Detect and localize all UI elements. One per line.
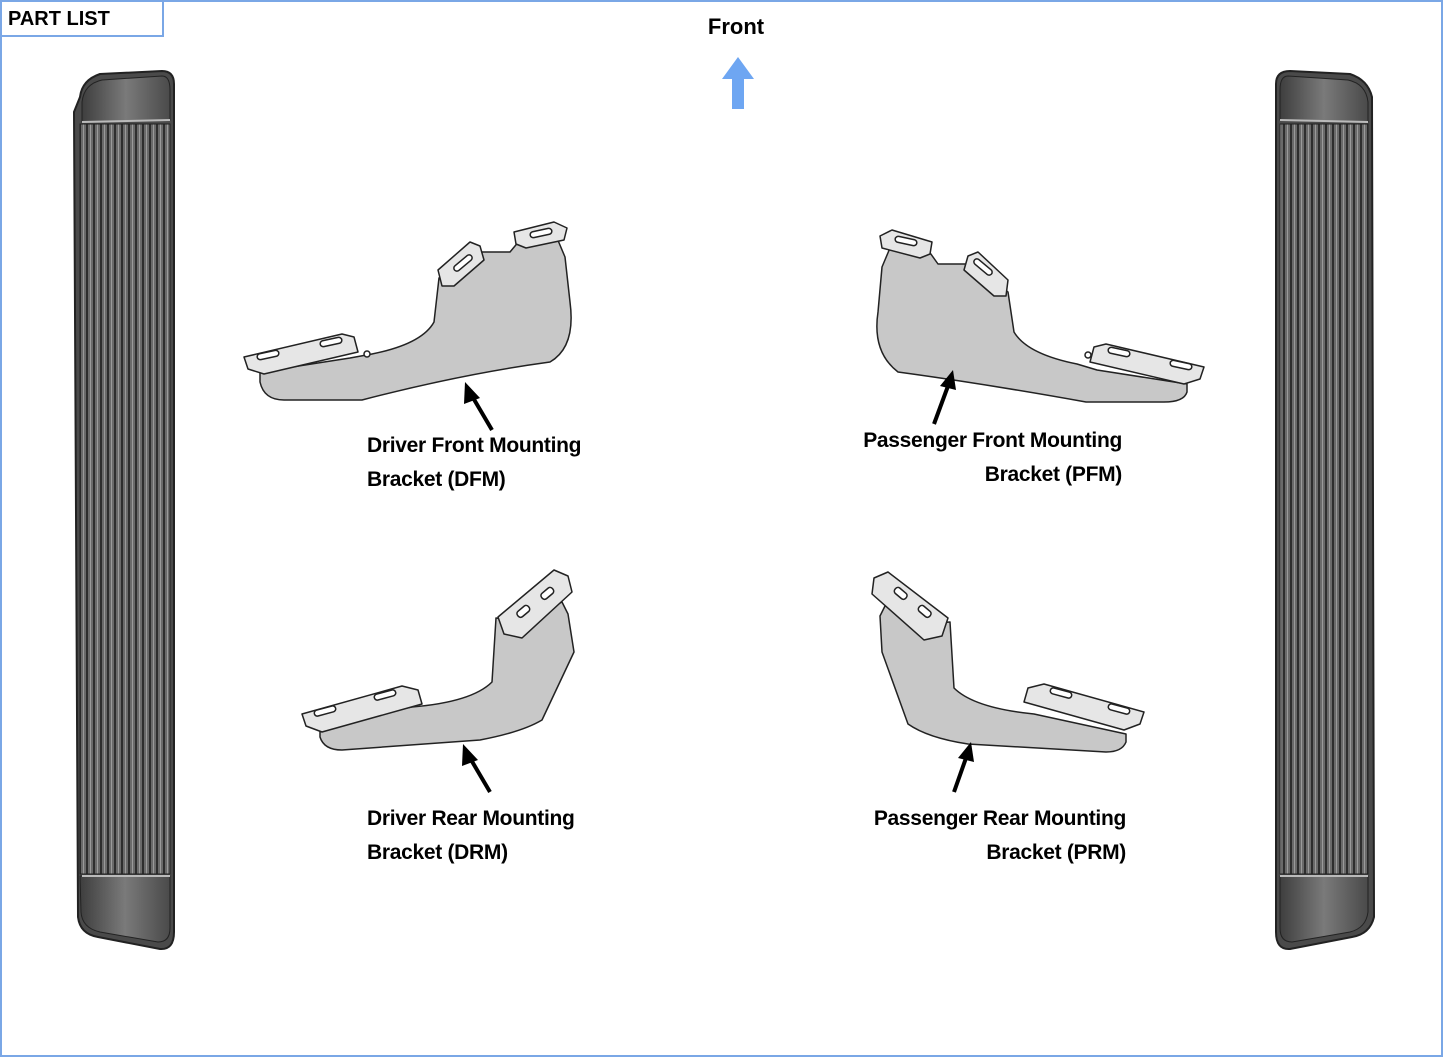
prm-leader-arrow-icon	[952, 742, 974, 793]
prm-label-line1: Passenger Rear Mounting	[873, 807, 1126, 830]
drm-label-line2: Bracket (DRM)	[367, 841, 508, 864]
pfm-bracket-drawing	[876, 229, 1205, 403]
dfm-label-line2: Bracket (DFM)	[367, 468, 506, 491]
pfm-label-line1: Passenger Front Mounting	[863, 429, 1122, 452]
drm-leader-arrow-icon	[462, 744, 492, 794]
prm-label-line2: Bracket (PRM)	[986, 841, 1126, 864]
right-running-board	[1275, 69, 1376, 951]
pfm-leader-arrow-icon	[932, 370, 956, 425]
prm-label: Passenger Rear Mounting Bracket (PRM)	[842, 802, 1126, 870]
prm-bracket-drawing	[871, 571, 1145, 753]
part-list-tab: PART LIST	[2, 2, 164, 37]
drm-label-line1: Driver Rear Mounting	[367, 807, 575, 830]
pfm-label-line2: Bracket (PFM)	[984, 463, 1123, 486]
dfm-label-line1: Driver Front Mounting	[367, 434, 582, 457]
part-list-title: PART LIST	[8, 8, 110, 30]
drm-label: Driver Rear Mounting Bracket (DRM)	[367, 802, 575, 870]
left-running-board	[72, 69, 175, 951]
front-arrow-icon	[722, 57, 754, 109]
dfm-leader-arrow-icon	[464, 382, 494, 432]
dfm-label: Driver Front Mounting Bracket (DFM)	[367, 429, 581, 497]
pfm-label: Passenger Front Mounting Bracket (PFM)	[840, 424, 1122, 492]
drm-bracket-drawing	[301, 569, 575, 751]
front-label: Front	[707, 14, 765, 39]
dfm-bracket-drawing	[243, 221, 572, 401]
